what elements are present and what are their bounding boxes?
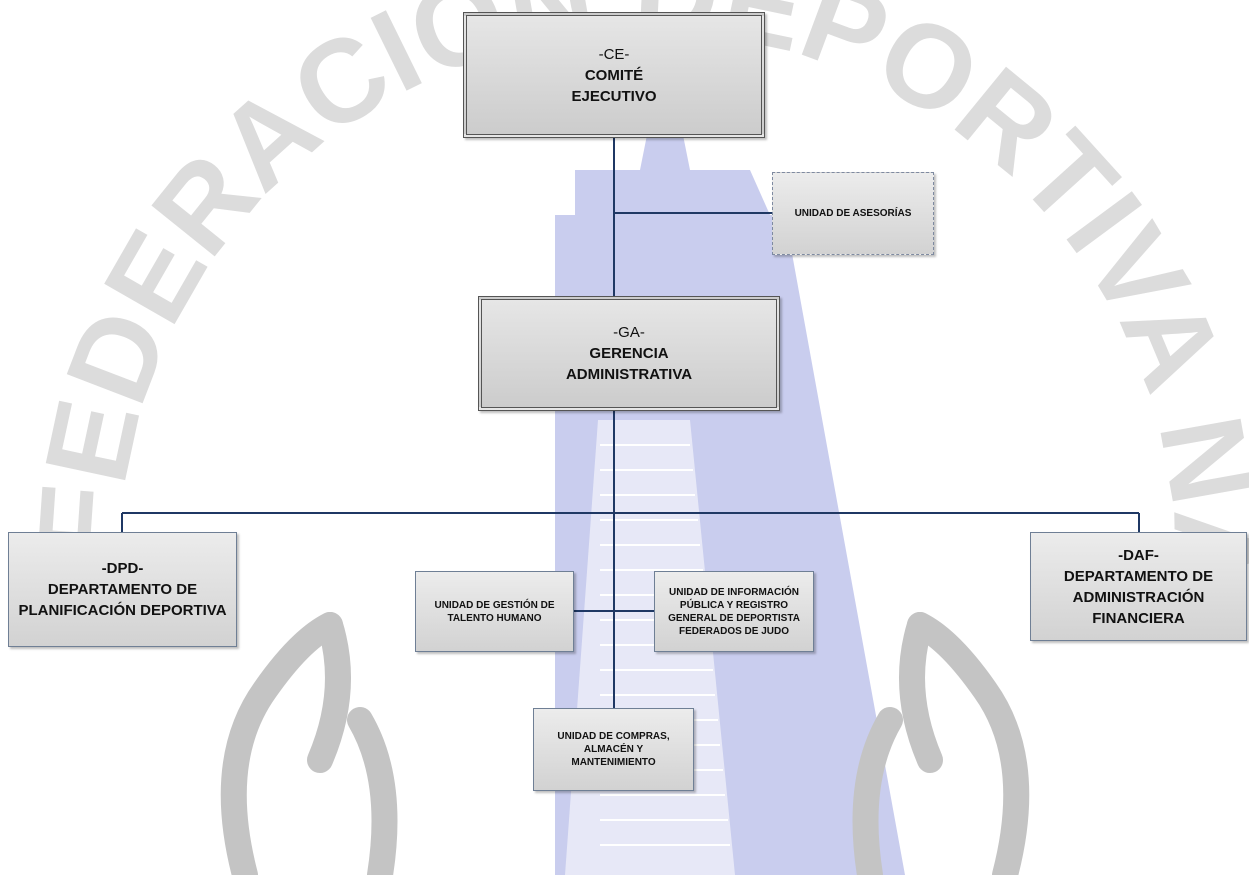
box-comite-ejecutivo: -CE- COMITÉ EJECUTIVO [463,12,765,138]
informacion-line1: UNIDAD DE INFORMACIÓN [669,586,799,598]
box-gerencia-administrativa: -GA- GERENCIA ADMINISTRATIVA [478,296,780,411]
box-compras-almacen: UNIDAD DE COMPRAS, ALMACÉN Y MANTENIMIEN… [533,708,694,791]
box-talento-humano: UNIDAD DE GESTIÓN DE TALENTO HUMANO [415,571,574,652]
talento-line2: TALENTO HUMANO [447,612,542,624]
ce-line1: COMITÉ [584,66,644,84]
daf-line2: ADMINISTRACIÓN [1072,588,1205,606]
box-unidad-asesorias: UNIDAD DE ASESORÍAS [772,172,934,255]
box-administracion-financiera: -DAF- DEPARTAMENTO DE ADMINISTRACIÓN FIN… [1030,532,1247,641]
ga-line2: ADMINISTRATIVA [565,366,693,383]
ga-code: -GA- [613,324,645,341]
daf-code: -DAF- [1118,546,1159,564]
ce-code: -CE- [598,45,630,63]
figures-graphic [220,612,1030,875]
dpd-code: -DPD- [101,560,144,577]
dpd-line2: PLANIFICACIÓN DEPORTIVA [18,602,227,619]
compras-line2: ALMACÉN Y [583,744,644,755]
compras-line3: MANTENIMIENTO [571,757,656,768]
daf-line3: FINANCIERA [1092,609,1185,627]
asesorias-label: UNIDAD DE ASESORÍAS [794,208,912,219]
ga-line1: GERENCIA [589,345,669,362]
informacion-line4: FEDERADOS DE JUDO [678,625,789,637]
dpd-line1: DEPARTAMENTO DE [47,581,198,598]
box-planificacion-deportiva: -DPD- DEPARTAMENTO DE PLANIFICACIÓN DEPO… [8,532,237,647]
box-informacion-publica: UNIDAD DE INFORMACIÓN PÚBLICA Y REGISTRO… [654,571,814,652]
talento-line1: UNIDAD DE GESTIÓN DE [434,599,555,611]
ce-line2: EJECUTIVO [571,87,657,105]
compras-line1: UNIDAD DE COMPRAS, [557,731,670,742]
informacion-line2: PÚBLICA Y REGISTRO [679,599,789,611]
informacion-line3: GENERAL DE DEPORTISTA [668,612,800,624]
daf-line1: DEPARTAMENTO DE [1063,567,1214,585]
